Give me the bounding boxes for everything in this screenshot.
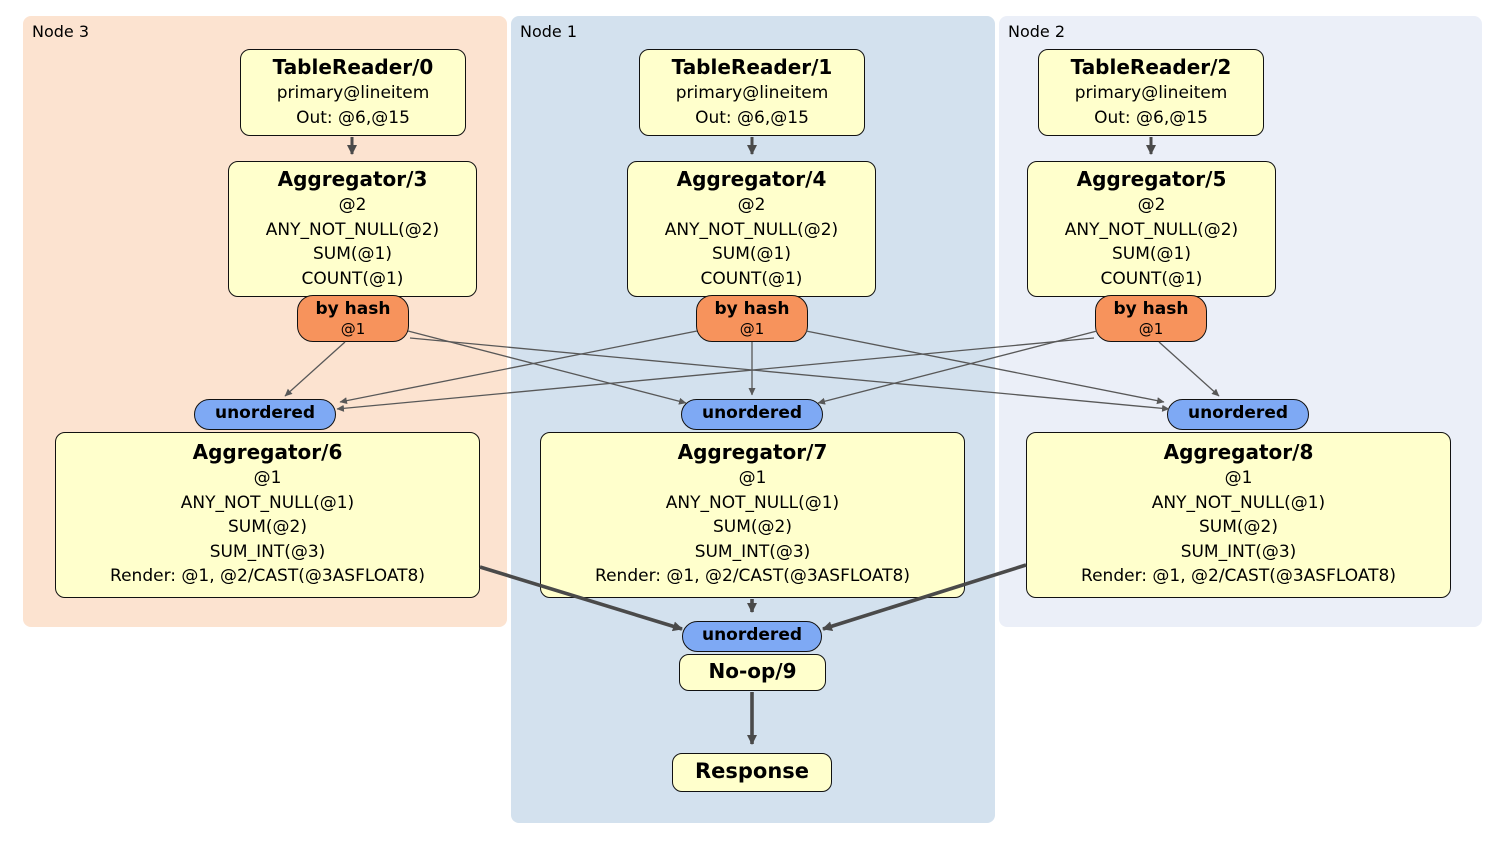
box-title: TableReader/1	[671, 55, 833, 79]
aggregator-box: Aggregator/3 @2 ANY_NOT_NULL(@2) SUM(@1)…	[228, 161, 477, 297]
box-line: primary@lineitem	[1074, 83, 1228, 103]
tablereader-box: TableReader/2 primary@lineitem Out: @6,@…	[1038, 49, 1264, 136]
router-label: by hash	[315, 299, 391, 319]
box-line: ANY_NOT_NULL(@1)	[665, 492, 840, 513]
box-line: ANY_NOT_NULL(@1)	[1151, 492, 1326, 513]
box-title: Aggregator/8	[1163, 440, 1314, 464]
box-title: Aggregator/4	[676, 167, 827, 191]
box-title: Aggregator/3	[277, 167, 428, 191]
aggregator-box: Aggregator/8 @1 ANY_NOT_NULL(@1) SUM(@2)…	[1026, 432, 1451, 598]
tablereader-box: TableReader/1 primary@lineitem Out: @6,@…	[639, 49, 865, 136]
box-line: @1	[1224, 468, 1253, 488]
box-title: No-op/9	[708, 659, 797, 683]
box-line: @2	[338, 195, 367, 215]
box-title: Aggregator/5	[1076, 167, 1227, 191]
box-line: primary@lineitem	[276, 83, 430, 103]
aggregator-box: Aggregator/6 @1 ANY_NOT_NULL(@1) SUM(@2)…	[55, 432, 480, 598]
box-line: primary@lineitem	[675, 83, 829, 103]
box-line: Render: @1, @2/CAST(@3ASFLOAT8)	[595, 566, 910, 586]
unordered-sync-pill: unordered	[194, 399, 336, 430]
unordered-sync-pill: unordered	[1167, 399, 1309, 430]
box-title: Response	[694, 759, 810, 783]
box-line: Out: @6,@15	[296, 107, 410, 128]
box-line: SUM(@1)	[1112, 244, 1191, 264]
box-line: COUNT(@1)	[301, 268, 404, 289]
box-line: @2	[737, 195, 766, 215]
node-group-label: Node 2	[1008, 22, 1066, 41]
unordered-sync-pill: unordered	[681, 399, 823, 430]
box-title: TableReader/2	[1070, 55, 1232, 79]
noop-box: No-op/9	[679, 654, 826, 691]
router-label: by hash	[714, 299, 790, 319]
aggregator-box: Aggregator/4 @2 ANY_NOT_NULL(@2) SUM(@1)…	[627, 161, 876, 297]
hash-router-pill: by hash @1	[696, 295, 808, 342]
router-detail: @1	[340, 320, 366, 338]
box-line: @1	[738, 468, 767, 488]
box-line: COUNT(@1)	[1100, 268, 1203, 289]
router-detail: @1	[739, 320, 765, 338]
box-title: TableReader/0	[272, 55, 434, 79]
box-line: COUNT(@1)	[700, 268, 803, 289]
box-line: ANY_NOT_NULL(@2)	[664, 219, 839, 240]
hash-router-pill: by hash @1	[1095, 295, 1207, 342]
box-line: ANY_NOT_NULL(@2)	[1064, 219, 1239, 240]
router-label: by hash	[1113, 299, 1189, 319]
box-line: SUM(@2)	[228, 517, 307, 537]
box-line: SUM_INT(@3)	[694, 541, 811, 562]
response-box: Response	[672, 753, 832, 792]
hash-router-pill: by hash @1	[297, 295, 409, 342]
node-group-label: Node 1	[520, 22, 578, 41]
box-line: Out: @6,@15	[695, 107, 809, 128]
box-title: Aggregator/6	[192, 440, 343, 464]
box-line: SUM(@1)	[712, 244, 791, 264]
box-line: @1	[253, 468, 282, 488]
box-line: ANY_NOT_NULL(@1)	[180, 492, 355, 513]
box-line: @2	[1137, 195, 1166, 215]
box-line: SUM(@2)	[1199, 517, 1278, 537]
tablereader-box: TableReader/0 primary@lineitem Out: @6,@…	[240, 49, 466, 136]
box-line: Out: @6,@15	[1094, 107, 1208, 128]
aggregator-box: Aggregator/7 @1 ANY_NOT_NULL(@1) SUM(@2)…	[540, 432, 965, 598]
box-title: Aggregator/7	[677, 440, 828, 464]
router-detail: @1	[1138, 320, 1164, 338]
box-line: Render: @1, @2/CAST(@3ASFLOAT8)	[1081, 566, 1396, 586]
box-line: ANY_NOT_NULL(@2)	[265, 219, 440, 240]
box-line: SUM_INT(@3)	[209, 541, 326, 562]
aggregator-box: Aggregator/5 @2 ANY_NOT_NULL(@2) SUM(@1)…	[1027, 161, 1276, 297]
box-line: SUM_INT(@3)	[1180, 541, 1297, 562]
box-line: SUM(@1)	[313, 244, 392, 264]
unordered-sync-pill: unordered	[682, 621, 822, 652]
box-line: Render: @1, @2/CAST(@3ASFLOAT8)	[110, 566, 425, 586]
node-group-label: Node 3	[32, 22, 90, 41]
box-line: SUM(@2)	[713, 517, 792, 537]
